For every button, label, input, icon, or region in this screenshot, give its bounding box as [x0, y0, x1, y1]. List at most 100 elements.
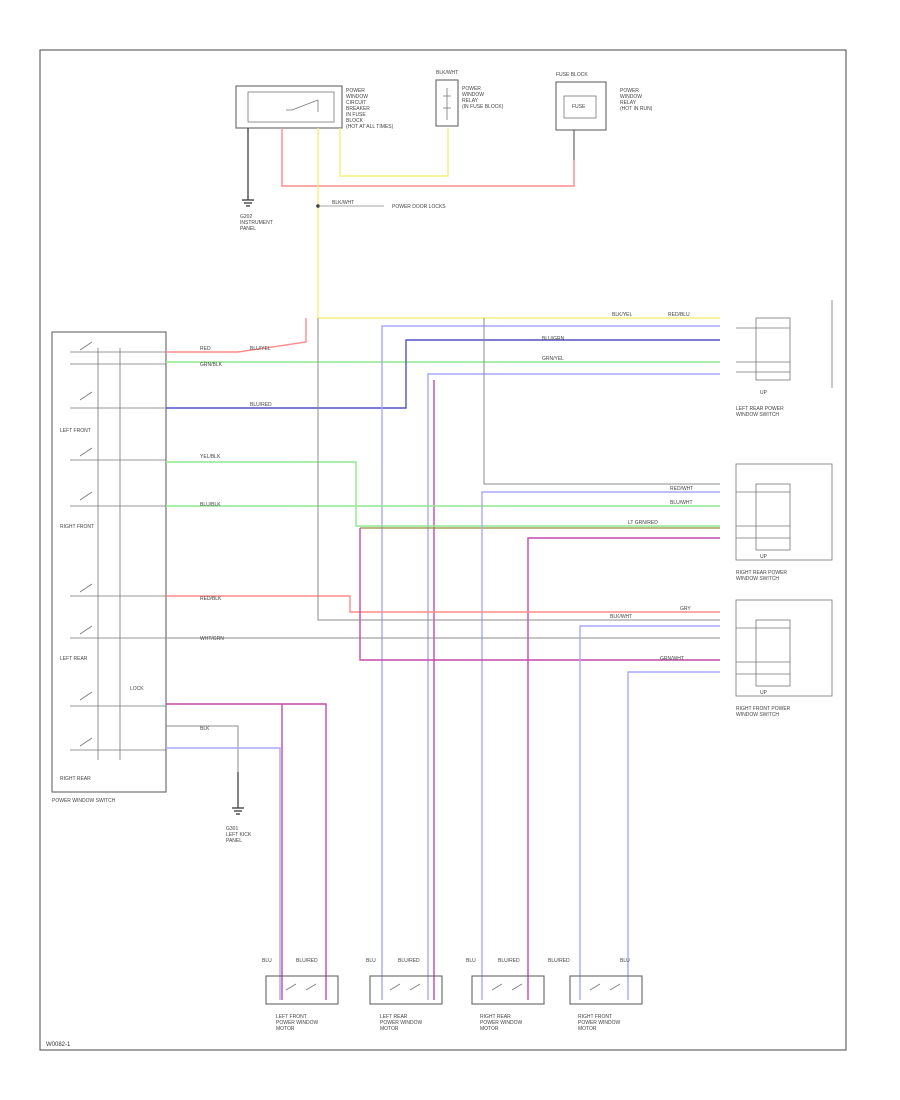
motor-1-label-2: MOTOR — [276, 1026, 295, 1032]
motor-3-label-0: RIGHT REAR — [480, 1014, 511, 1020]
right-switch-2-label-1: WINDOW SWITCH — [736, 576, 779, 582]
splice-to-label: POWER DOOR LOCKS — [392, 204, 446, 210]
motor-3-label-2: MOTOR — [480, 1026, 499, 1032]
right-switch-1-label-1: WINDOW SWITCH — [736, 412, 779, 418]
right-switch-2-label-0: RIGHT REAR POWER — [736, 570, 787, 576]
top-circuit-breaker-label-5: BLOCK — [346, 118, 364, 124]
top-relay-2-label-3: (IN FUSE BLOCK) — [462, 104, 504, 110]
ground-g202-label-0: G202 — [240, 214, 252, 220]
motor-right-front: BLU/RED BLU RIGHT FRONT POWER WINDOW MOT… — [548, 958, 643, 1032]
wire-yellow-top — [339, 128, 449, 177]
group-left-rear: LEFT REAR — [60, 656, 88, 662]
wire-purple-3 — [359, 528, 720, 661]
wire-gray-4 — [166, 725, 239, 772]
tag-red-wht: RED/WHT — [670, 486, 693, 492]
tag-wht-grn: WHT/GRN — [200, 636, 224, 642]
wire-red-top — [281, 128, 575, 187]
wire-blue-5 — [579, 625, 720, 1000]
wire-green-2 — [166, 461, 720, 527]
tag-blu-wht: BLU/WHT — [670, 500, 693, 506]
top-circuit-breaker-label-4: IN FUSE — [346, 112, 366, 118]
right-switch-1-up: UP — [760, 390, 768, 396]
tag-red-blu: RED/BLU — [668, 312, 690, 318]
tag-grn-yel: GRN/YEL — [542, 356, 564, 362]
tag-blk-wht: BLK/WHT — [610, 614, 632, 620]
wire-yellow-main — [317, 128, 720, 319]
motor-4-label-2: MOTOR — [578, 1026, 597, 1032]
motor-3-wire-1: BLU/RED — [498, 958, 520, 964]
top-relay-3: FUSE BLOCK FUSE POWER WINDOW RELAY (HOT … — [555, 72, 653, 131]
motor-2-label-1: POWER WINDOW — [380, 1020, 422, 1026]
ground-g301: G301 LEFT KICK PANEL — [226, 772, 252, 844]
tag-red-blk: RED/BLK — [200, 596, 222, 602]
top-relay-2-label-1: WINDOW — [462, 92, 484, 98]
ground-g301-label-2: PANEL — [226, 838, 242, 844]
tag-blu-red: BLU/RED — [250, 402, 272, 408]
tag-ltgrn-red: LT GRN/RED — [628, 520, 658, 526]
ground-g202-label-2: PANEL — [240, 226, 256, 232]
wire-gray-1 — [483, 318, 720, 485]
wire-purple-4 — [166, 703, 327, 1000]
tag-blu-blk: BLU/BLK — [200, 502, 221, 508]
ground-g202-label-1: INSTRUMENT — [240, 220, 273, 226]
tag-grn-wht: GRN/WHT — [660, 656, 684, 662]
ground-g301-label-1: LEFT KICK — [226, 832, 252, 838]
motor-3-label-1: POWER WINDOW — [480, 1020, 522, 1026]
wire-blue-6 — [627, 671, 720, 1000]
motor-1-label-0: LEFT FRONT — [276, 1014, 307, 1020]
top-relay-3-label-3: (HOT IN RUN) — [620, 106, 653, 112]
top-relay-3-header: FUSE BLOCK — [556, 72, 588, 78]
power-window-switch-module: POWER WINDOW SWITCH LEFT FRONT RIGHT FRO… — [51, 331, 167, 804]
top-relay-3-fuse: FUSE — [572, 104, 586, 110]
wire-blue-4 — [481, 491, 720, 1000]
tag-gry: GRY — [680, 606, 691, 612]
footer-code: W0082-1 — [46, 1042, 71, 1048]
motor-4-label-1: POWER WINDOW — [578, 1020, 620, 1026]
top-relay-2: BLK/WHT POWER WINDOW RELAY (IN FUSE BLOC… — [435, 70, 504, 127]
motor-1-wire-1: BLU/RED — [296, 958, 318, 964]
group-right-front: RIGHT FRONT — [60, 524, 94, 530]
wire-red-1 — [166, 318, 307, 353]
motor-4-wire-1: BLU/RED — [548, 958, 570, 964]
tag-blu-grn: BLU/GRN — [542, 336, 565, 342]
tag-yel-blk: YEL/BLK — [200, 454, 221, 460]
tag-blk: BLK — [200, 726, 210, 732]
motor-1-label-1: POWER WINDOW — [276, 1020, 318, 1026]
top-circuit-breaker-label-1: WINDOW — [346, 94, 368, 100]
top-relay-3-label-1: WINDOW — [620, 94, 642, 100]
wire-gray-2 — [317, 318, 720, 621]
top-circuit-breaker-label-3: BREAKER — [346, 106, 370, 112]
diagram-frame — [39, 49, 847, 1051]
top-relay-2-label-2: RELAY — [462, 98, 479, 104]
motor-2-label-0: LEFT REAR — [380, 1014, 408, 1020]
top-circuit-breaker: POWER WINDOW CIRCUIT BREAKER IN FUSE BLO… — [235, 85, 394, 130]
right-switch-1-label-0: LEFT REAR POWER — [736, 406, 784, 412]
motor-left-rear: BLU BLU/RED LEFT REAR POWER WINDOW MOTOR — [366, 958, 443, 1032]
motor-left-front: BLU BLU/RED LEFT FRONT POWER WINDOW MOTO… — [262, 958, 339, 1032]
top-circuit-breaker-label-0: POWER — [346, 88, 365, 94]
ground-g301-label-0: G301 — [226, 826, 238, 832]
top-relay-3-label-2: RELAY — [620, 100, 637, 106]
motor-2-wire-1: BLU/RED — [398, 958, 420, 964]
wire-purple-2 — [527, 537, 720, 1000]
motor-3-wire-0: BLU — [466, 958, 476, 964]
splice-label: BLK/WHT — [332, 200, 354, 206]
tag-blk-yel: BLK/YEL — [612, 312, 633, 318]
wire-red-2 — [166, 595, 720, 613]
right-front-window-switch: UP RIGHT FRONT POWER WINDOW SWITCH — [735, 599, 833, 718]
right-switch-2-up: UP — [760, 554, 768, 560]
left-module-title: POWER WINDOW SWITCH — [52, 798, 116, 804]
wire-blue-1 — [381, 325, 720, 1000]
motor-2-wire-0: BLU — [366, 958, 376, 964]
ground-g202: G202 INSTRUMENT PANEL — [240, 128, 273, 232]
group-right-rear: RIGHT REAR — [60, 776, 91, 782]
left-rear-window-switch: UP LEFT REAR POWER WINDOW SWITCH — [736, 300, 833, 418]
top-circuit-breaker-label-6: (HOT AT ALL TIMES) — [346, 124, 394, 130]
motor-right-rear: BLU BLU/RED RIGHT REAR POWER WINDOW MOTO… — [466, 958, 545, 1032]
motor-1-wire-0: BLU — [262, 958, 272, 964]
wire-darkblue-1 — [166, 339, 720, 409]
wire-blue-7 — [166, 747, 281, 1000]
top-relay-2-header: BLK/WHT — [436, 70, 458, 76]
tag-red: RED — [200, 346, 211, 352]
